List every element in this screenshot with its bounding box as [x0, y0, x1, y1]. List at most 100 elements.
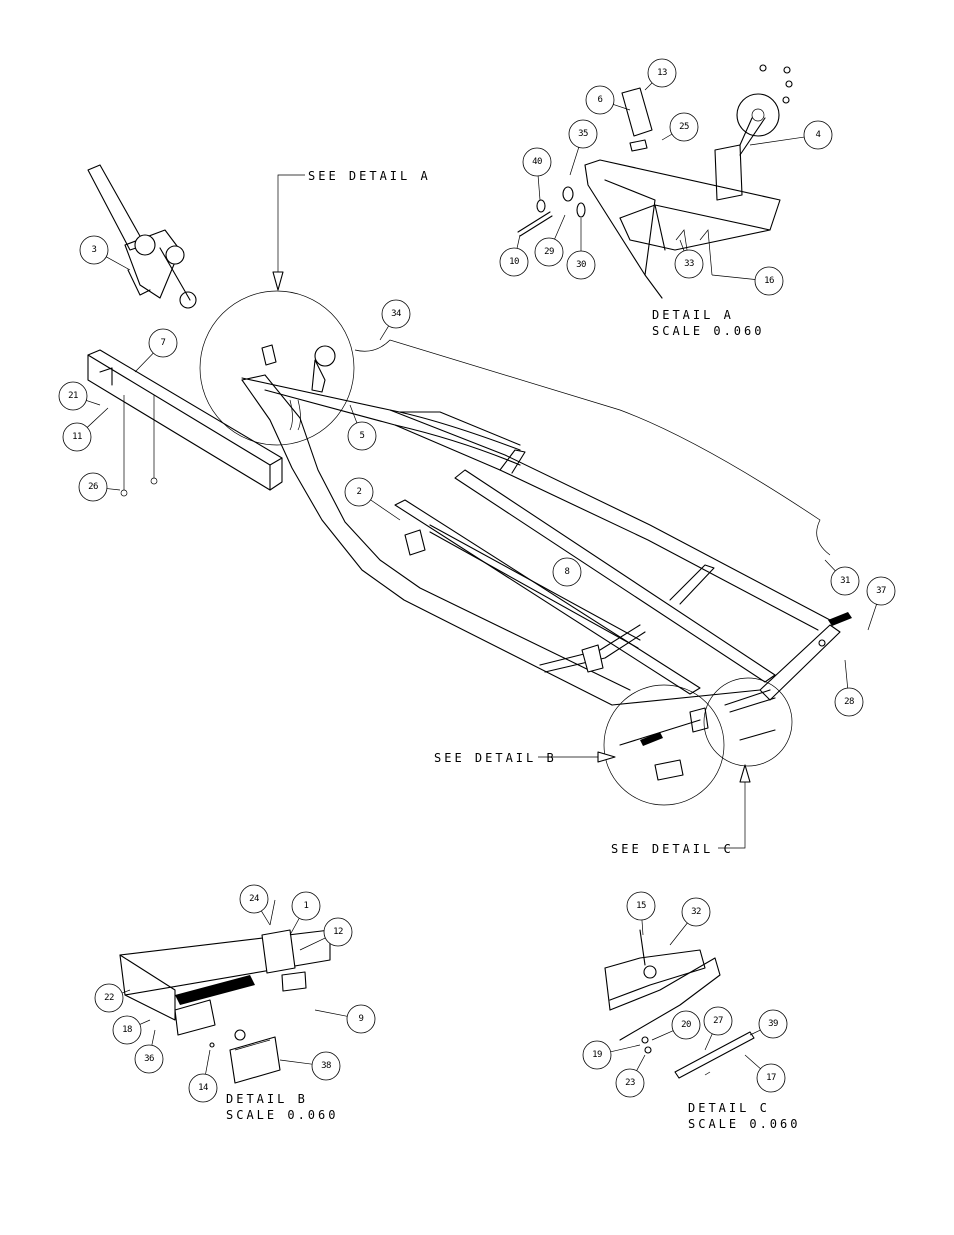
callout-4: 4 [749, 120, 833, 150]
callout-number: 40 [532, 157, 542, 167]
detail-c-scale: SCALE 0.060 [688, 1117, 800, 1131]
callout-circle [834, 687, 864, 717]
callout-number: 32 [691, 907, 701, 917]
callout-circle [188, 1073, 218, 1103]
callout-number: 23 [625, 1078, 635, 1088]
callout-13: 13 [644, 58, 677, 91]
callout-number: 12 [333, 927, 343, 937]
callout-24: 24 [239, 884, 271, 926]
callout-circle [703, 1006, 733, 1036]
callout-number: 11 [72, 432, 82, 442]
callout-leader [121, 989, 131, 994]
view-labels: SEE DETAIL A SEE DETAIL B SEE DETAIL C D… [226, 169, 800, 1131]
detail-a-circle [199, 290, 355, 446]
callout-number: 17 [766, 1073, 776, 1083]
callout-leader [134, 352, 154, 373]
callout-circle [758, 1009, 788, 1039]
callout-1: 1 [289, 891, 321, 936]
callout-circle [311, 1051, 341, 1081]
callout-circle [681, 897, 711, 927]
callout-circle [112, 1015, 142, 1045]
callout-number: 36 [144, 1054, 154, 1064]
callout-circle [615, 1068, 645, 1098]
callout-33: 33 [674, 239, 704, 279]
detail-a-view [517, 64, 793, 299]
see-detail-b-label: SEE DETAIL B [434, 751, 557, 765]
callout-leader [711, 274, 756, 280]
callout-27: 27 [703, 1006, 733, 1051]
callout-number: 34 [391, 309, 401, 319]
callout-34: 34 [379, 299, 411, 341]
callout-31: 31 [824, 559, 860, 596]
callout-circle [647, 58, 677, 88]
callout-circle [134, 1044, 164, 1074]
callout-30: 30 [566, 218, 596, 280]
callout-circle [79, 235, 109, 265]
callout-leader [349, 404, 358, 424]
callout-number: 24 [249, 894, 259, 904]
callout-circle [566, 250, 596, 280]
callout-35: 35 [568, 119, 598, 176]
callout-circle [148, 328, 178, 358]
callout-number: 1 [304, 901, 309, 911]
callout-18: 18 [112, 1015, 151, 1045]
callout-circle [346, 1004, 376, 1034]
winch-stand [87, 164, 197, 309]
callout-number: 25 [679, 122, 689, 132]
callout-circle [756, 1063, 786, 1093]
callout-leader [299, 937, 326, 951]
callout-circle [94, 983, 124, 1013]
detail-b-title: DETAIL B [226, 1092, 308, 1106]
callout-leader [644, 82, 653, 91]
callout-leader [610, 1044, 641, 1053]
callout-leader [669, 922, 688, 946]
callout-37: 37 [866, 576, 896, 631]
callout-9: 9 [314, 1004, 376, 1034]
callout-leader [314, 1009, 348, 1017]
see-detail-a-leader [277, 174, 305, 290]
callout-circle [62, 422, 92, 452]
callout-leader [516, 234, 521, 249]
callout-number: 10 [509, 257, 519, 267]
callout-number: 33 [684, 259, 694, 269]
callout-leader [106, 488, 121, 491]
callout-number: 38 [321, 1061, 331, 1071]
callout-circle [585, 85, 615, 115]
callout-circle [499, 247, 529, 277]
callout-number: 2 [357, 487, 362, 497]
callout-leader [379, 325, 389, 341]
callout-circle [671, 1010, 701, 1040]
callout-number: 19 [592, 1050, 602, 1060]
callout-number: 39 [768, 1019, 778, 1029]
callout-20: 20 [651, 1010, 701, 1041]
callout-leader [704, 1033, 713, 1051]
callout-number: 35 [578, 129, 588, 139]
callout-40: 40 [522, 147, 552, 201]
callout-leader [370, 499, 401, 521]
callout-number: 26 [88, 482, 98, 492]
callout-5: 5 [347, 404, 377, 451]
detail-c-title: DETAIL C [688, 1101, 770, 1115]
callout-29: 29 [534, 214, 566, 267]
detail-b-view [119, 899, 331, 1084]
callout-circle [866, 576, 896, 606]
callout-8: 8 [552, 557, 582, 587]
callout-number: 27 [713, 1016, 723, 1026]
callout-15: 15 [626, 891, 656, 936]
callout-leader [613, 104, 631, 111]
callout-circle [674, 249, 704, 279]
callout-32: 32 [669, 897, 711, 946]
callout-number: 15 [636, 901, 646, 911]
callout-6: 6 [585, 85, 631, 115]
callout-number: 5 [360, 431, 365, 441]
tongue [87, 349, 283, 497]
callout-circle [381, 299, 411, 329]
callout-leader [867, 604, 877, 631]
callout-25: 25 [661, 112, 699, 142]
callout-leader [844, 659, 849, 689]
callout-28: 28 [834, 659, 864, 717]
callout-number: 29 [544, 247, 554, 257]
callout-leader [86, 407, 109, 428]
callout-23: 23 [615, 1054, 646, 1098]
